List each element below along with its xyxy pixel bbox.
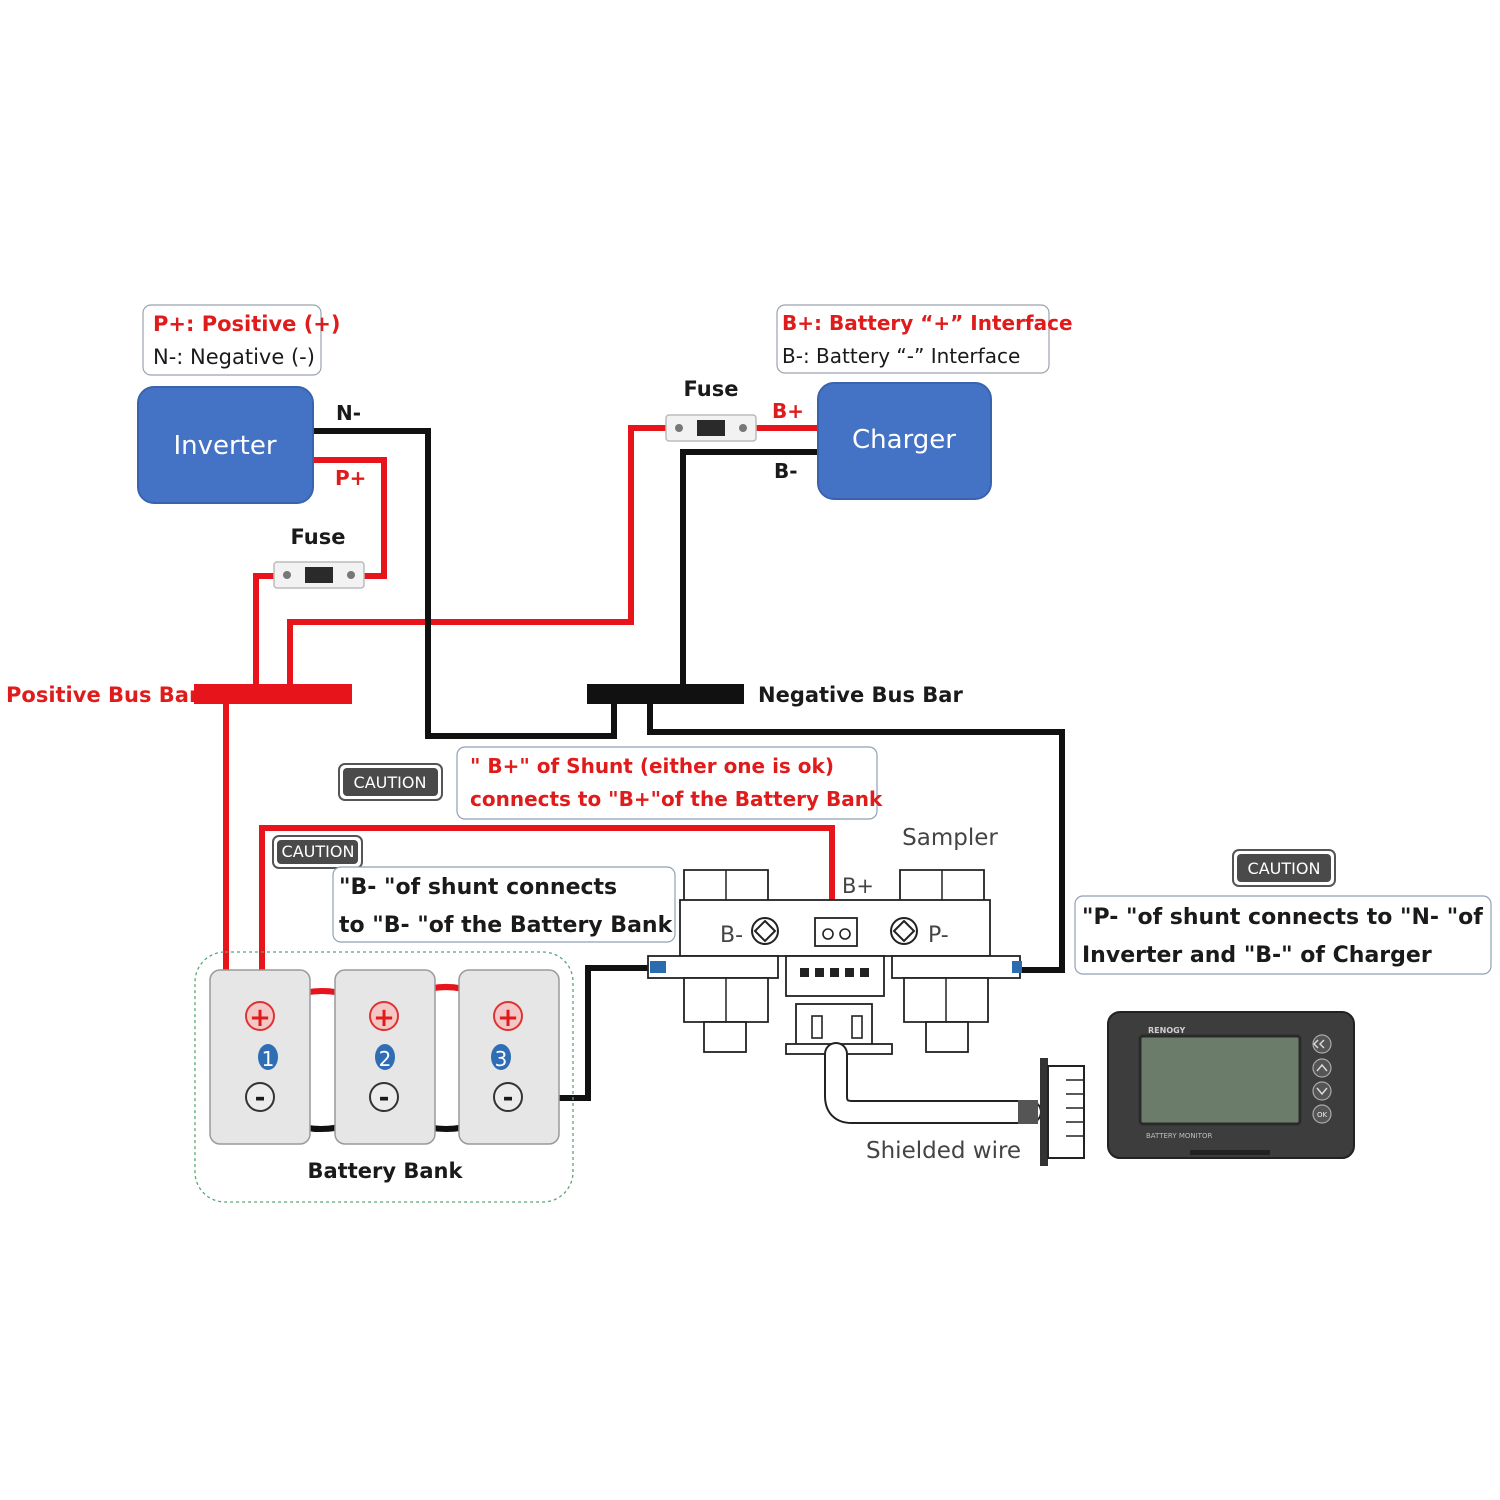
inverter-negative-terminal-label: N- [336, 401, 361, 425]
note-shunt-bplus-line2: connects to "B+"of the Battery Bank [470, 787, 883, 811]
note-shunt-bminus: "B- "of shunt connects to "B- "of the Ba… [332, 866, 676, 943]
note-shunt-pminus: "P- "of shunt connects to "N- "of Invert… [1074, 895, 1492, 975]
shunt-bminus-label: B- [720, 923, 743, 948]
wire-shunt-bplus-sense [259, 825, 835, 1008]
caution-text-3: CAUTION [1248, 859, 1321, 878]
inverter-positive-terminal-label: P+ [335, 466, 366, 490]
battery-3-negative: - [503, 1083, 514, 1113]
battery-monitor: RENOGY BATTERY MONITOR OK [1107, 1011, 1355, 1159]
monitor-down-icon [1312, 1081, 1332, 1101]
battery-3-positive: + [497, 1003, 519, 1033]
charger-positive-terminal-label: B+ [772, 399, 804, 423]
note-shunt-bplus: " B+" of Shunt (either one is ok) connec… [456, 746, 883, 820]
shielded-wire-label: Shielded wire [866, 1138, 1021, 1164]
wire-positive-bus-to-battery [223, 700, 250, 1019]
wire-charger-fuse-to-positive-bus [287, 425, 668, 686]
monitor-up-icon [1312, 1058, 1332, 1078]
positive-bus-bar [194, 684, 352, 704]
battery-3-number: 3 [495, 1047, 508, 1071]
shunt-sampler: Sampler B- P- B+ [647, 825, 1022, 1055]
charger-legend-positive: B+: Battery “+” Interface [782, 311, 1073, 335]
shunt-bplus-label: B+ [842, 874, 874, 898]
battery-2-negative: - [379, 1083, 390, 1113]
inverter-legend-negative: N-: Negative (-) [153, 345, 315, 369]
battery-2-positive: + [373, 1003, 395, 1033]
battery-2-number: 2 [379, 1047, 392, 1071]
battery-bank-label: Battery Bank [308, 1159, 464, 1183]
note-shunt-bminus-line2: to "B- "of the Battery Bank [339, 913, 674, 938]
wire-inverter-negative [312, 428, 617, 739]
monitor-ok-label: OK [1317, 1111, 1328, 1119]
charger-legend: B+: Battery “+” Interface B-: Battery “-… [776, 304, 1073, 374]
wire-inverter-positive [312, 457, 387, 579]
note-shunt-pminus-line1: "P- "of shunt connects to "N- "of [1082, 905, 1483, 930]
negative-bus-bar-label: Negative Bus Bar [758, 683, 963, 707]
charger-legend-negative: B-: Battery “-” Interface [782, 344, 1020, 368]
caution-text-1: CAUTION [354, 773, 427, 792]
wire-negative-bus-to-shunt [647, 704, 1065, 973]
note-shunt-bplus-line1: " B+" of Shunt (either one is ok) [470, 754, 834, 778]
caution-text-2: CAUTION [282, 842, 355, 861]
inverter-legend-positive: P+: Positive (+) [153, 312, 340, 336]
battery-1-negative: - [255, 1083, 266, 1113]
monitor-brand: RENOGY [1148, 1026, 1186, 1035]
charger-negative-terminal-label: B- [774, 459, 798, 483]
wire-charger-negative [680, 449, 818, 686]
charger-fuse: Fuse [665, 377, 757, 442]
caution-badge-3: CAUTION [1232, 849, 1336, 887]
battery-1-positive: + [249, 1003, 271, 1033]
sampler-label: Sampler [902, 825, 998, 851]
note-shunt-bminus-line1: "B- "of shunt connects [339, 875, 617, 900]
negative-bus-bar [587, 684, 744, 704]
caution-badge-2: CAUTION [272, 835, 363, 869]
inverter-fuse-label: Fuse [291, 525, 346, 549]
charger-block: Charger [817, 382, 992, 500]
monitor-back-icon [1312, 1034, 1332, 1054]
battery-1-number: 1 [262, 1047, 275, 1071]
charger-fuse-label: Fuse [684, 377, 739, 401]
monitor-ok-button [1312, 1104, 1332, 1124]
inverter-block: Inverter [137, 386, 314, 504]
inverter-legend: P+: Positive (+) N-: Negative (-) [142, 304, 340, 376]
caution-badge-1: CAUTION [338, 763, 443, 801]
monitor-caption: BATTERY MONITOR [1146, 1132, 1212, 1140]
positive-bus-bar-label: Positive Bus Bar [6, 683, 200, 707]
charger-label: Charger [852, 425, 956, 455]
inverter-label: Inverter [173, 431, 276, 461]
wire-fuse-to-positive-bus [253, 573, 276, 686]
shunt-pminus-label: P- [928, 923, 949, 948]
note-shunt-pminus-line2: Inverter and "B-" of Charger [1082, 943, 1432, 968]
battery-bank: + 1 - + 2 - + 3 - Battery Bank [194, 951, 574, 1203]
shielded-wire: Shielded wire [824, 1042, 1085, 1166]
inverter-fuse: Fuse [273, 525, 365, 589]
